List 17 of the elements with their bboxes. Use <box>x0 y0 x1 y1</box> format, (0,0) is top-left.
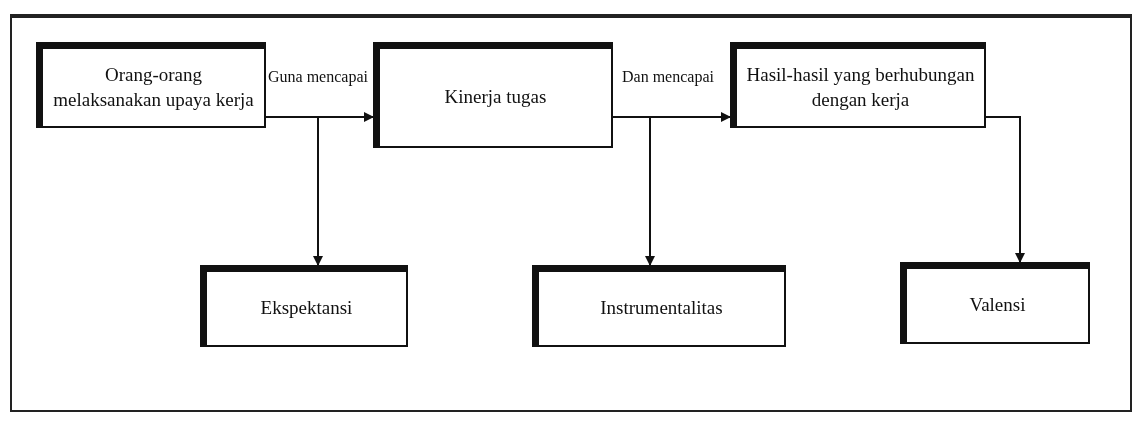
node-text: Hasil-hasil yang berhubungan dengan kerja <box>745 62 976 112</box>
process-box <box>200 265 408 347</box>
node-text: Instrumentalitas <box>600 296 723 321</box>
process-box <box>532 265 786 347</box>
arrow <box>985 116 1025 263</box>
edge-label: Guna mencapai <box>268 68 368 87</box>
node-text: Orang-orang melaksanakan upaya kerja <box>52 62 255 112</box>
arrow <box>265 116 323 266</box>
process-box <box>36 42 266 128</box>
process-box <box>373 42 613 148</box>
process-box <box>730 42 986 128</box>
node-text: Valensi <box>969 293 1026 318</box>
node-text: Kinerja tugas <box>444 85 547 110</box>
node-text: Ekspektansi <box>260 296 353 321</box>
process-box <box>900 262 1090 344</box>
arrow <box>612 116 655 266</box>
edge-label: Dan mencapai <box>622 68 714 87</box>
